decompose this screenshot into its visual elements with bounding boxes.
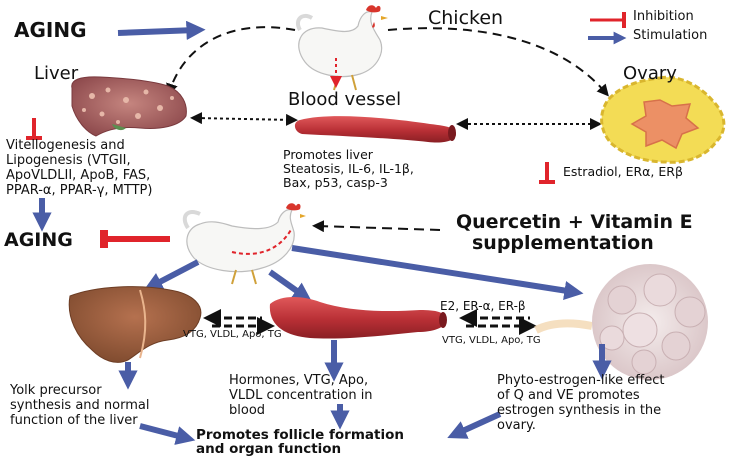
liver-gene-line: Vitellogenesis and (6, 138, 125, 153)
legend-inhibition-label: Inhibition (633, 9, 694, 24)
blood-effect-text-line: blood (229, 403, 266, 418)
liver-effect-line: synthesis and normal (10, 398, 150, 413)
ovary-label: Ovary (623, 63, 677, 84)
ovary-effect-line: ovary. (497, 418, 536, 433)
aging-stimulation-arrow (117, 20, 206, 40)
liver-to-conclusion-arrow (139, 423, 196, 445)
supplement-line-1: Quercetin + Vitamin E (456, 211, 693, 233)
legend (588, 12, 627, 45)
chicken-to-ovary-blue-arrow (291, 245, 584, 301)
chicken-label: Chicken (428, 7, 504, 29)
chicken-to-liver-blue-arrow (143, 259, 200, 291)
liver-effect-line: Yolk precursor (10, 383, 102, 398)
liver-bottom-icon (68, 286, 202, 363)
liver-vessel-flow-label: VTG, VLDL, Apo, TG (183, 329, 282, 340)
ovary-inhibition-icon (539, 162, 555, 184)
conclusion-line: and organ function (196, 441, 342, 457)
ovary-effect-line: estrogen synthesis in the (497, 403, 662, 418)
ovary-vessel-flow-label: E2, ER-α, ER-β (440, 299, 526, 313)
blood-vessel-label: Blood vessel (288, 89, 402, 110)
blood-effect-line: Bax, p53, casp-3 (283, 175, 388, 190)
blood-vessel-bottom-icon (269, 297, 447, 339)
aging-top-label: AGING (14, 18, 87, 42)
liver-top-icon (71, 76, 187, 137)
vessel-ovary-flow-label: VTG, VLDL, Apo, TG (442, 335, 541, 346)
chicken-to-vessel-blue-arrow (268, 269, 312, 302)
legend-stimulation-label: Stimulation (633, 28, 708, 43)
ovary-bottom-icon (534, 264, 708, 380)
ovary-effects-label: Estradiol, ERα, ERβ (563, 164, 683, 179)
aging-middle-label: AGING (4, 229, 73, 251)
ovary-to-conclusion-arrow (447, 411, 502, 439)
chicken-top-icon (295, 5, 388, 91)
liver-gene-line: PPAR-α, PPAR-γ, MTTP) (6, 183, 153, 198)
supplement-to-chicken-arrow (312, 220, 441, 233)
liver-inhibition-icon (26, 118, 42, 140)
chicken-to-liver-arrow (166, 26, 296, 96)
blood-effect-line: Promotes liver (283, 147, 373, 162)
chicken-to-ovary-arrow (387, 27, 609, 97)
liver-vessel-link (190, 112, 298, 126)
liver-gene-line: Lipogenesis (VTGII, (6, 153, 131, 168)
aging-inhibition-bar (100, 230, 170, 248)
blood-vessel-top-icon (294, 116, 456, 143)
liver-gene-line: ApoVLDLII, ApoB, FAS, (6, 168, 151, 183)
blood-effect-line: Steatosis, IL-6, IL-1β, (283, 161, 414, 176)
conclusion-line: Promotes follicle formation (196, 427, 404, 443)
blood-effect-text-line: VLDL concentration in (229, 388, 373, 403)
ovary-effect-line: of Q and VE promotes (497, 388, 640, 403)
blood-effect-text-line: Hormones, VTG, Apo, (229, 373, 369, 388)
liver-label: Liver (34, 63, 79, 84)
ovary-top-icon (600, 75, 726, 164)
liver-effect-line: function of the liver (10, 413, 138, 428)
chicken-middle-icon (182, 203, 306, 285)
supplement-line-2: supplementation (472, 232, 654, 254)
ovary-effect-line: Phyto-estrogen-like effect (497, 373, 665, 388)
